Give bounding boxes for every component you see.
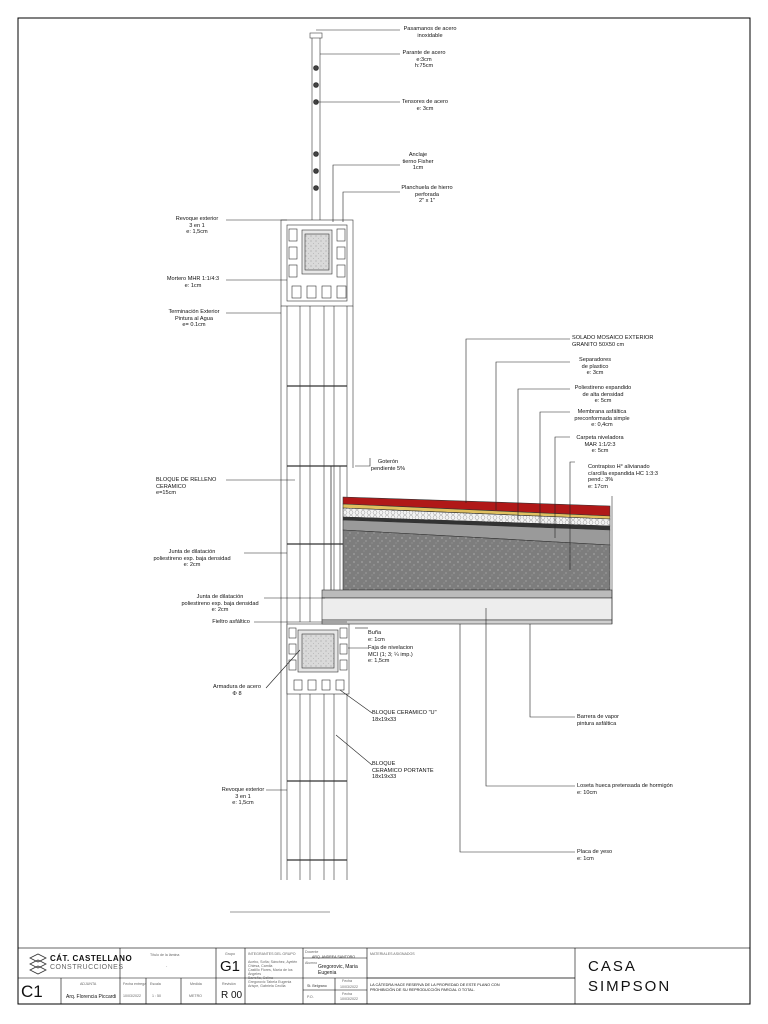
escala-value: 1 : 50: [152, 994, 161, 998]
grupo-label: Grupo: [225, 952, 235, 956]
pxx-label: P.O.: [307, 995, 314, 999]
fecha-value: 10/03/2022: [123, 994, 141, 998]
titulo-label: Título de la lámina: [150, 953, 180, 957]
integrante-2: Chiesa, Camila: [248, 964, 273, 968]
railing: [309, 32, 323, 222]
titulo-value: -: [166, 964, 168, 968]
alumno-value: Gregorovic, Maria Eugenia: [318, 964, 358, 976]
project-name-line-1: CASA: [588, 958, 637, 975]
adjunta-label: ADJUNTA: [80, 982, 97, 986]
alumno-label: Alumno: [305, 961, 318, 965]
sheet-code: C1: [21, 982, 43, 1001]
fecha3-value: 10/03/2022: [340, 997, 358, 1001]
disclaimer: LA CÁTEDRA HACE RESERVA DE LA PROPIEDAD …: [370, 983, 500, 992]
integrantes-label: INTEGRANTES DEL GRUPO: [248, 952, 296, 956]
parapet-wall: [280, 219, 354, 307]
titleblock-grid: [18, 948, 576, 1004]
integrantes-list: Acebo, Sofía; Sánchez, Ayelén Chiesa, Ca…: [248, 960, 297, 988]
detail-frame: [17, 17, 751, 949]
revision-label: Revisión: [222, 982, 236, 986]
fecha2-value: 10/03/2022: [340, 985, 358, 989]
medida-value: METRO: [189, 994, 202, 998]
integrante-6: Gregorovic Tabela Eugenia: [248, 980, 292, 984]
integrante-7: Arispe, Gabriela Cecilia: [248, 984, 286, 988]
medida-label: Medida: [190, 982, 202, 986]
adjunta-name: Arq. Florencia Piccardi: [66, 994, 117, 1000]
roof-slab: [321, 496, 613, 625]
integrante-1: Acebo, Sofía; Sánchez, Ayelén: [248, 960, 298, 964]
materiales-label: MATERIALES ASIGNADOS: [370, 952, 415, 956]
sede-value: St. Belgrano: [307, 984, 327, 988]
label-fieltro: Fieltro asfáltico: [212, 619, 250, 625]
grupo-value: G1: [220, 958, 241, 975]
fecha-label: Fecha entrega: [123, 982, 147, 986]
escala-label: Escala: [150, 982, 161, 986]
logo-line-2: CONSTRUCCIONES: [50, 964, 124, 971]
revision-value: R 00: [221, 990, 243, 1001]
fecha3-label: Fecha: [342, 992, 352, 996]
integrante-4: Ángeles: [248, 972, 261, 976]
docente-value: ARQ. ANDREA SANTORO: [312, 955, 356, 959]
docente-label: Docente: [305, 950, 319, 954]
integrante-3: Castillo Flores, María de los: [248, 968, 293, 972]
label-bloque-u: BLOQUE CERAMICO "U"18x19x33: [372, 710, 437, 723]
logo-mark: [29, 953, 47, 975]
project-name-line-2: SIMPSON: [588, 978, 672, 995]
fecha2-label: Fecha: [342, 979, 352, 983]
integrante-5: Barreña, Celina: [248, 976, 273, 980]
logo-line-1: CÁT. CASTELLANO: [50, 954, 133, 963]
leader-lines: [226, 29, 575, 853]
